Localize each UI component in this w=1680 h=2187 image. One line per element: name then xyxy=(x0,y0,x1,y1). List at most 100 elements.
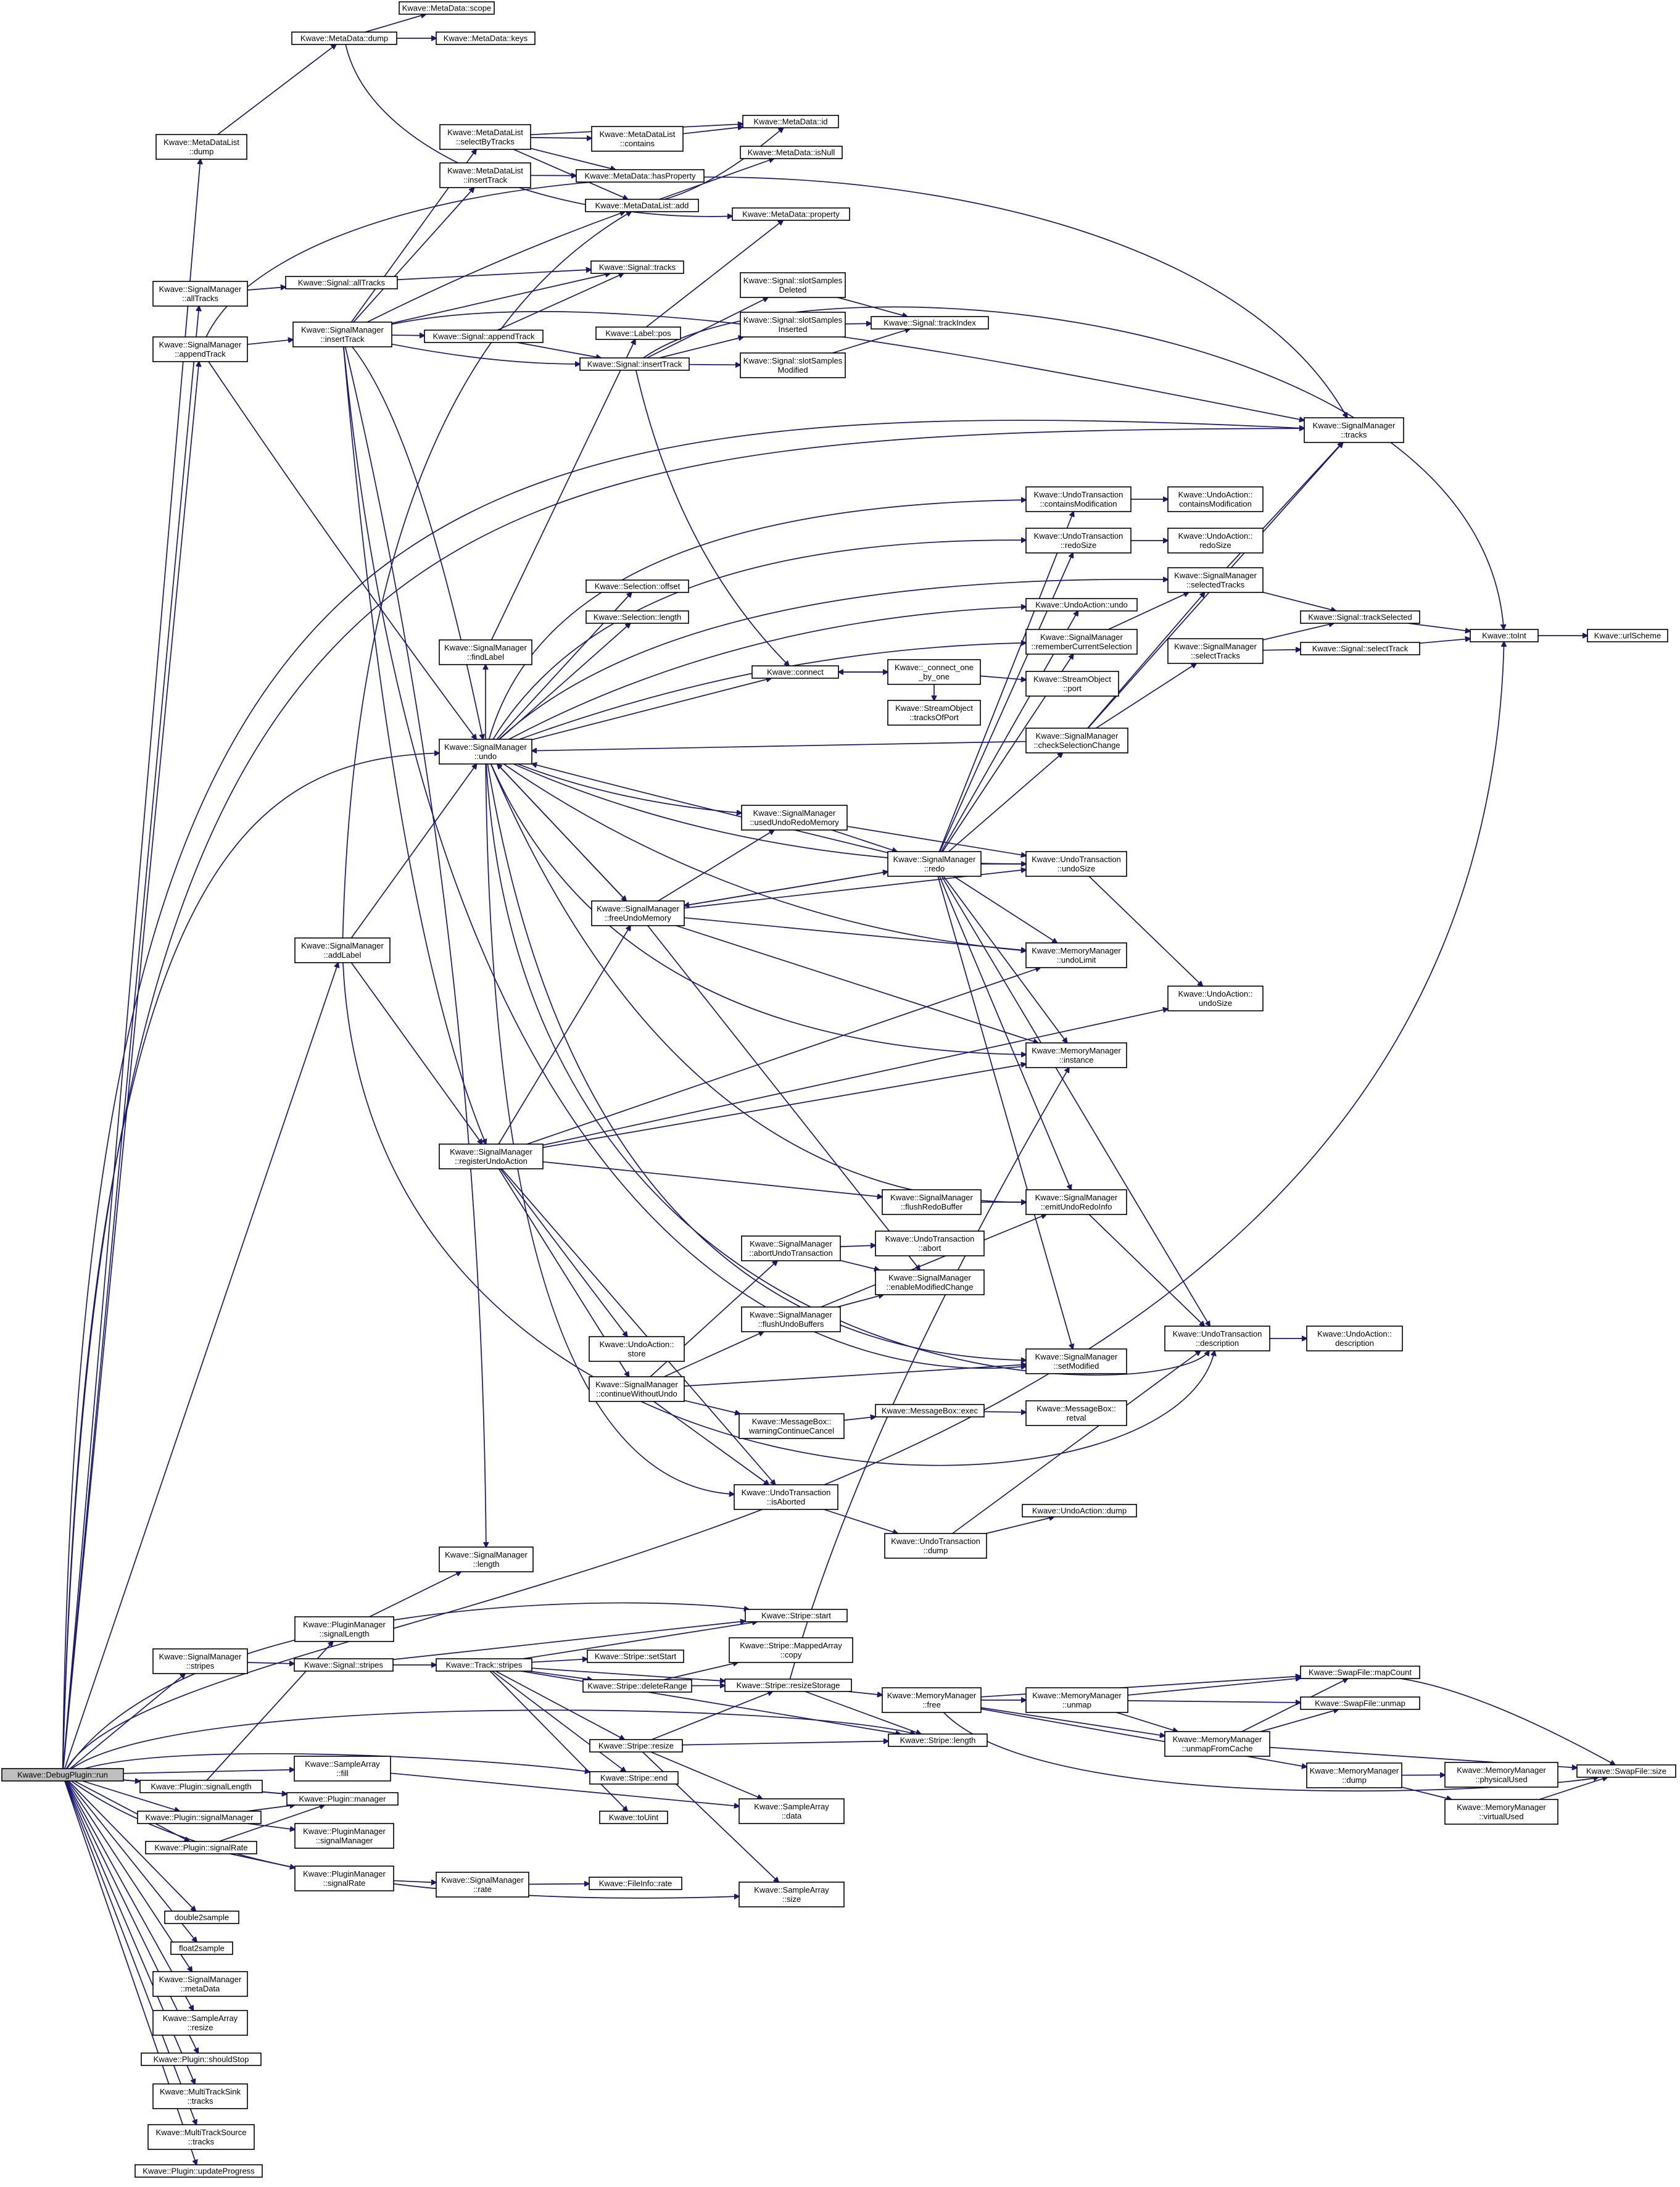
node-swap-size[interactable]: Kwave::SwapFile::size xyxy=(1576,1764,1676,1778)
node-mm-dump[interactable]: Kwave::MemoryManager::dump xyxy=(1306,1762,1402,1788)
node-stripe-length[interactable]: Kwave::Stripe::length xyxy=(888,1733,988,1747)
node-md-property[interactable]: Kwave::MetaData::property xyxy=(732,207,850,221)
node-ua-store[interactable]: Kwave::UndoAction::store xyxy=(589,1336,685,1362)
node-sm-flushRedo[interactable]: Kwave::SignalManager::flushRedoBuffer xyxy=(882,1189,982,1215)
node-sm-insertTrack[interactable]: Kwave::SignalManager::insertTrack xyxy=(292,322,392,347)
node-toInt[interactable]: Kwave::toInt xyxy=(1470,629,1539,642)
node-sm-selectTracks[interactable]: Kwave::SignalManager::selectTracks xyxy=(1167,638,1264,664)
node-so-tracksOfPort[interactable]: Kwave::StreamObject::tracksOfPort xyxy=(887,700,981,726)
node-ua-undoSize[interactable]: Kwave::UndoAction::undoSize xyxy=(1167,986,1264,1011)
node-sm-continueWithout[interactable]: Kwave::SignalManager::continueWithoutUnd… xyxy=(589,1376,685,1402)
node-sm-appendTrack[interactable]: Kwave::SignalManager::appendTrack xyxy=(152,336,248,362)
node-sm-setModified[interactable]: Kwave::SignalManager::setModified xyxy=(1025,1348,1127,1374)
node-so-port[interactable]: Kwave::StreamObject::port xyxy=(1025,671,1119,697)
node-mdl-selectByTracks[interactable]: Kwave::MetaDataList::selectByTracks xyxy=(439,124,531,150)
node-mm-instance[interactable]: Kwave::MemoryManager::instance xyxy=(1025,1042,1127,1068)
node-run[interactable]: Kwave::DebugPlugin::run xyxy=(1,1768,124,1782)
node-md-id[interactable]: Kwave::MetaData::id xyxy=(742,115,839,128)
node-sig-trackSelected[interactable]: Kwave::Signal::trackSelected xyxy=(1300,610,1420,624)
node-sm-addLabel[interactable]: Kwave::SignalManager::addLabel xyxy=(294,937,391,963)
node-sm-enableMod[interactable]: Kwave::SignalManager::enableModifiedChan… xyxy=(875,1269,985,1295)
node-ua-redoSize[interactable]: Kwave::UndoAction::redoSize xyxy=(1167,528,1264,554)
node-connect-one[interactable]: Kwave::_connect_one_by_one xyxy=(887,659,981,685)
node-fileinfo-rate[interactable]: Kwave::FileInfo::rate xyxy=(589,1877,682,1890)
node-sig-tracks[interactable]: Kwave::Signal::tracks xyxy=(590,260,684,274)
node-sa-resize[interactable]: Kwave::SampleArray::resize xyxy=(152,2010,248,2036)
node-sm-emitUndoRedo[interactable]: Kwave::SignalManager::emitUndoRedoInfo xyxy=(1025,1189,1127,1215)
node-ut-isAborted[interactable]: Kwave::UndoTransaction::isAborted xyxy=(734,1484,838,1510)
node-ut-description[interactable]: Kwave::UndoTransaction::description xyxy=(1164,1326,1270,1351)
node-mm-virtualUsed[interactable]: Kwave::MemoryManager::virtualUsed xyxy=(1444,1799,1558,1825)
node-sm-undo[interactable]: Kwave::SignalManager::undo xyxy=(439,739,532,765)
node-sm-allTracks[interactable]: Kwave::SignalManager::allTracks xyxy=(152,281,248,307)
node-stripe-deleteRange[interactable]: Kwave::Stripe::deleteRange xyxy=(582,1679,692,1693)
node-stripe-resize[interactable]: Kwave::Stripe::resize xyxy=(589,1739,683,1753)
node-plugin-signalLength[interactable]: Kwave::Plugin::signalLength xyxy=(139,1780,263,1793)
node-mm-undoLimit[interactable]: Kwave::MemoryManager::undoLimit xyxy=(1025,942,1127,968)
node-swap-unmap[interactable]: Kwave::SwapFile::unmap xyxy=(1300,1696,1420,1710)
node-sm-tracks[interactable]: Kwave::SignalManager::tracks xyxy=(1304,417,1404,443)
node-plugin-updateProgress[interactable]: Kwave::Plugin::updateProgress xyxy=(134,2164,263,2178)
node-mtsink-tracks[interactable]: Kwave::MultiTrackSink::tracks xyxy=(152,2083,248,2109)
node-double2sample[interactable]: double2sample xyxy=(164,1911,239,1924)
node-stripe-end[interactable]: Kwave::Stripe::end xyxy=(589,1771,679,1785)
node-stripe-resizeStorage[interactable]: Kwave::Stripe::resizeStorage xyxy=(724,1679,852,1692)
node-sig-allTracks[interactable]: Kwave::Signal::allTracks xyxy=(285,276,398,289)
node-sa-size[interactable]: Kwave::SampleArray::size xyxy=(739,1882,845,1907)
node-pm-signalManager[interactable]: Kwave::PluginManager::signalManager xyxy=(294,1823,394,1849)
node-sm-redo[interactable]: Kwave::SignalManager::redo xyxy=(887,851,982,877)
node-ut-undoSize[interactable]: Kwave::UndoTransaction::undoSize xyxy=(1025,851,1127,877)
node-sel-offset[interactable]: Kwave::Selection::offset xyxy=(586,579,689,593)
node-sm-rememberSel[interactable]: Kwave::SignalManager::rememberCurrentSel… xyxy=(1025,629,1138,655)
node-md-keys[interactable]: Kwave::MetaData::keys xyxy=(436,31,536,45)
node-mm-unmapFromCache[interactable]: Kwave::MemoryManager::unmapFromCache xyxy=(1164,1731,1270,1757)
node-float2sample[interactable]: float2sample xyxy=(170,1941,233,1955)
node-mb-retval[interactable]: Kwave::MessageBox::retval xyxy=(1025,1400,1127,1426)
node-toUint[interactable]: Kwave::toUint xyxy=(599,1811,668,1824)
node-ua-description[interactable]: Kwave::UndoAction::description xyxy=(1306,1326,1403,1351)
node-sm-selectedTracks[interactable]: Kwave::SignalManager::selectedTracks xyxy=(1167,567,1264,593)
node-sm-stripes[interactable]: Kwave::SignalManager::stripes xyxy=(152,1648,248,1674)
node-mm-physicalUsed[interactable]: Kwave::MemoryManager::physicalUsed xyxy=(1444,1762,1558,1788)
node-ut-redoSize[interactable]: Kwave::UndoTransaction::redoSize xyxy=(1025,528,1132,554)
node-mdl-insertTrack[interactable]: Kwave::MetaDataList::insertTrack xyxy=(439,162,531,188)
node-sm-length[interactable]: Kwave::SignalManager::length xyxy=(439,1546,534,1572)
node-mm-free[interactable]: Kwave::MemoryManager::free xyxy=(882,1687,982,1713)
node-connect[interactable]: Kwave::connect xyxy=(751,665,839,679)
node-sig-trackIndex[interactable]: Kwave::Signal::trackIndex xyxy=(871,316,989,330)
node-ua-dump[interactable]: Kwave::UndoAction::dump xyxy=(1022,1504,1137,1517)
node-pm-signalLength[interactable]: Kwave::PluginManager::signalLength xyxy=(294,1616,394,1642)
node-pm-signalRate[interactable]: Kwave::PluginManager::signalRate xyxy=(294,1865,394,1891)
node-sig-selectTrack[interactable]: Kwave::Signal::selectTrack xyxy=(1300,642,1420,655)
node-sa-fill[interactable]: Kwave::SampleArray::fill xyxy=(294,1756,391,1782)
node-sm-findLabel[interactable]: Kwave::SignalManager::findLabel xyxy=(439,639,532,665)
node-ut-dump[interactable]: Kwave::UndoTransaction::dump xyxy=(884,1533,987,1559)
node-mdl-add[interactable]: Kwave::MetaDataList::add xyxy=(585,199,699,212)
node-md-isNull[interactable]: Kwave::MetaData::isNull xyxy=(740,146,843,159)
node-sm-freeUndoMemory[interactable]: Kwave::SignalManager::freeUndoMemory xyxy=(591,900,685,926)
node-sm-usedUndoRedo[interactable]: Kwave::SignalManager::usedUndoRedoMemory xyxy=(741,805,848,831)
node-plugin-shouldStop[interactable]: Kwave::Plugin::shouldStop xyxy=(141,2052,262,2066)
node-stripe-mappedCopy[interactable]: Kwave::Stripe::MappedArray::copy xyxy=(729,1637,853,1663)
node-track-stripes[interactable]: Kwave::Track::stripes xyxy=(436,1658,532,1672)
node-sm-abortUndo[interactable]: Kwave::SignalManager::abortUndoTransacti… xyxy=(741,1235,841,1261)
node-mdl-dump[interactable]: Kwave::MetaDataList::dump xyxy=(155,134,247,160)
node-urlScheme[interactable]: Kwave::urlScheme xyxy=(1587,629,1668,642)
node-ua-undo[interactable]: Kwave::UndoAction::undo xyxy=(1025,598,1138,612)
node-sig-insertTrack[interactable]: Kwave::Signal::insertTrack xyxy=(579,357,690,371)
node-sig-stripes[interactable]: Kwave::Signal::stripes xyxy=(294,1658,394,1672)
node-sm-flushUndo[interactable]: Kwave::SignalManager::flushUndoBuffers xyxy=(741,1306,841,1332)
node-mm-unmap[interactable]: Kwave::MemoryManager::unmap xyxy=(1025,1687,1128,1713)
node-mdl-contains[interactable]: Kwave::MetaDataList::contains xyxy=(591,126,684,152)
node-swap-mapCount[interactable]: Kwave::SwapFile::mapCount xyxy=(1300,1666,1420,1679)
node-ut-abort[interactable]: Kwave::UndoTransaction::abort xyxy=(875,1230,985,1256)
node-plugin-signalManager[interactable]: Kwave::Plugin::signalManager xyxy=(137,1811,262,1824)
node-mb-exec[interactable]: Kwave::MessageBox::exec xyxy=(875,1404,985,1417)
node-stripe-setStart[interactable]: Kwave::Stripe::setStart xyxy=(587,1650,684,1663)
node-label-pos[interactable]: Kwave::Label::pos xyxy=(595,326,681,340)
node-ut-containsMod[interactable]: Kwave::UndoTransaction::containsModifica… xyxy=(1025,486,1132,512)
node-stripe-start[interactable]: Kwave::Stripe::start xyxy=(745,1609,848,1622)
